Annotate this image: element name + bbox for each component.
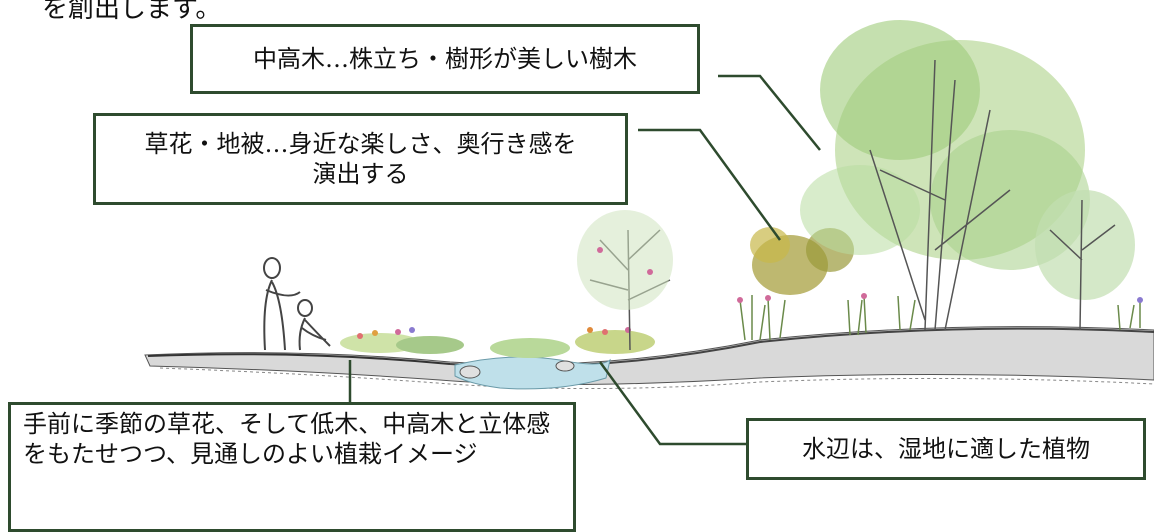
callout-waterside: 水辺は、湿地に適した植物 [746, 418, 1146, 480]
leader-flowers [638, 128, 782, 241]
small-tree-right [1035, 190, 1135, 331]
large-tree [800, 20, 1090, 331]
callout-waterside-text: 水辺は、湿地に適した植物 [802, 435, 1090, 463]
grasses [737, 293, 1143, 341]
shrub-tree-left [577, 210, 673, 351]
leader-tree [718, 74, 821, 151]
callout-tall-trees-text: 中高木…株立ち・樹形が美しい樹木 [253, 45, 637, 73]
flower-bed [340, 327, 655, 358]
callout-flowers-line1: 草花・地被…身近な楽しさ、奥行き感を [144, 130, 577, 158]
intro-text-fragment: を創出します。 [42, 0, 222, 24]
people-figures [263, 257, 331, 351]
callout-planting-text: 手前に季節の草花、そして低木、中高木と立体感をもたせつつ、見通しのよい植栽イメー… [23, 410, 551, 468]
ground [144, 326, 1154, 390]
callout-tall-trees: 中高木…株立ち・樹形が美しい樹木 [190, 24, 700, 94]
callout-planting-image: 手前に季節の草花、そして低木、中高木と立体感をもたせつつ、見通しのよい植栽イメー… [8, 402, 576, 532]
callout-flowers-groundcover: 草花・地被…身近な楽しさ、奥行き感を 演出する [93, 113, 628, 205]
water-pond [454, 356, 611, 390]
leader-water [598, 361, 746, 446]
leader-lines [348, 74, 821, 446]
callout-flowers-line2: 演出する [312, 160, 409, 188]
